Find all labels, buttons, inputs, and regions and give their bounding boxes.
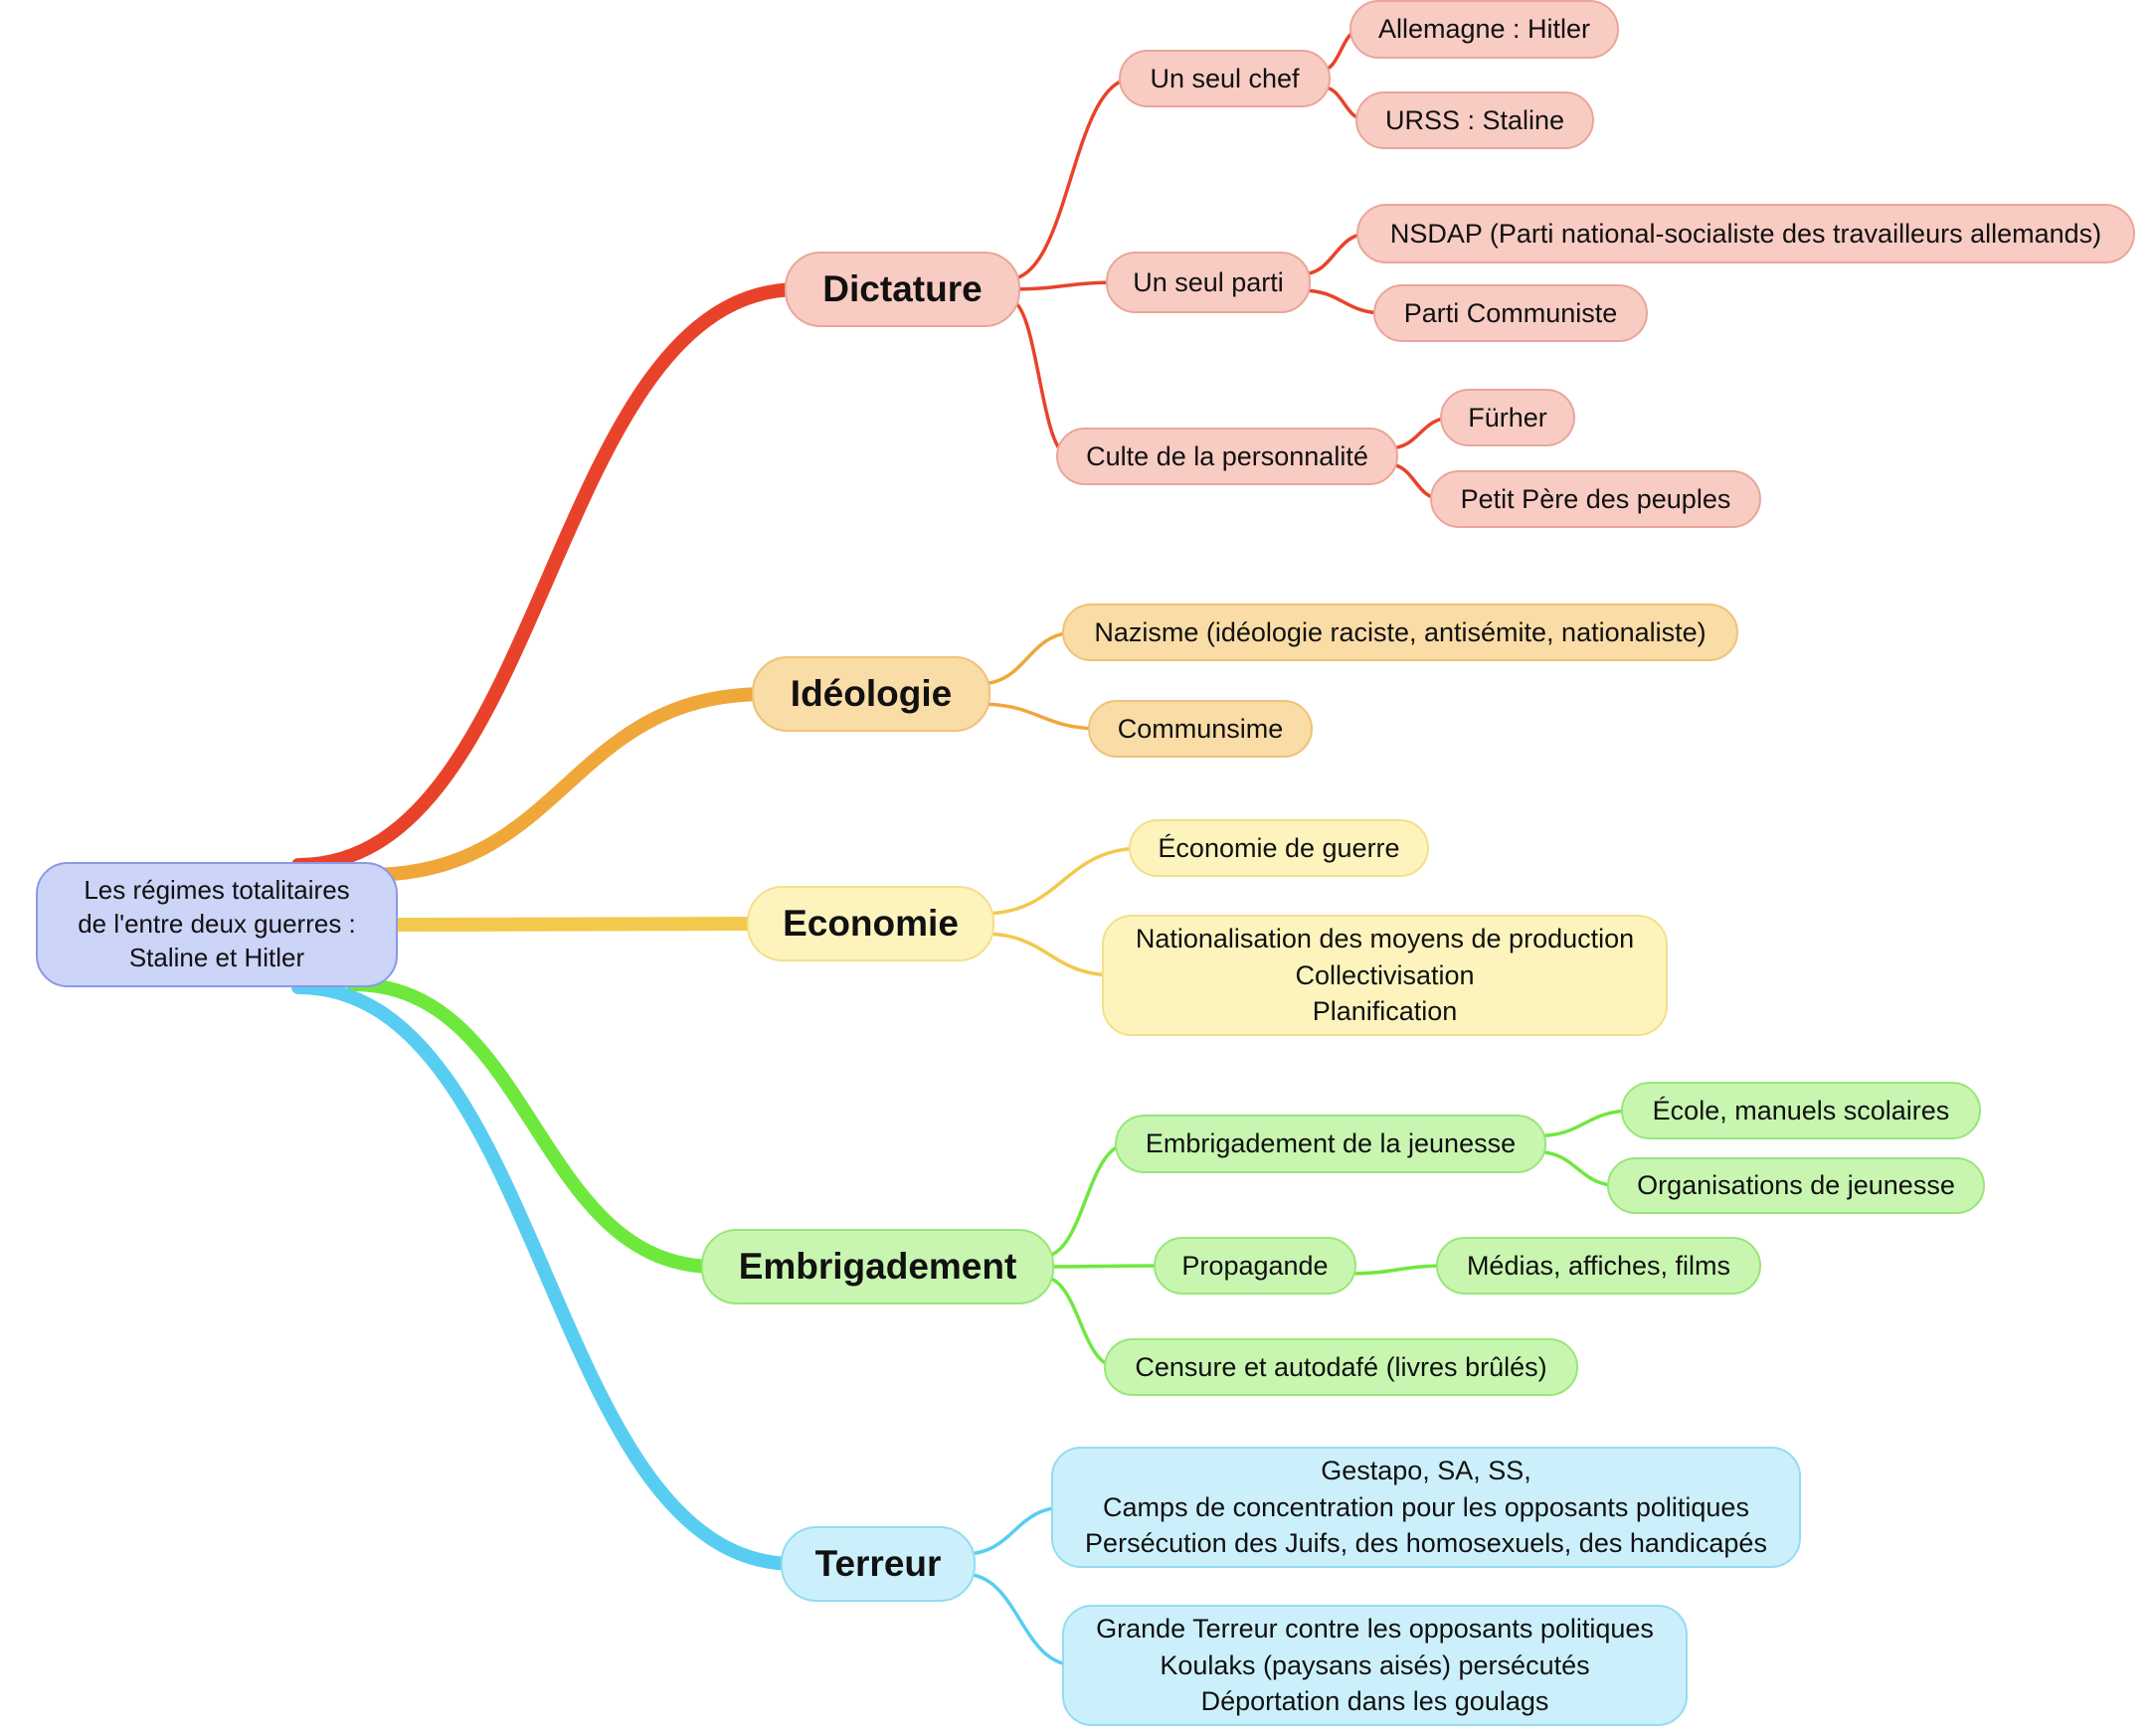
connector-root-terreur xyxy=(291,980,802,1571)
connector-root-dictature xyxy=(291,282,806,872)
subtopic-organisations-de-jeunesse[interactable]: Organisations de jeunesse xyxy=(1607,1157,1985,1214)
node-label: École, manuels scolaires xyxy=(1652,1095,1950,1126)
topic-nazisme-ideologie-raciste-antisemite-nat[interactable]: Nazisme (idéologie raciste, antisémite, … xyxy=(1062,604,1738,661)
node-label: Économie de guerre xyxy=(1158,832,1400,863)
node-label: Grande Terreur contre les opposants poli… xyxy=(1096,1613,1654,1717)
node-label: Un seul chef xyxy=(1150,63,1300,93)
connector-nazisme-ideologie-raciste-antisemite-nat xyxy=(977,630,1078,686)
topic-culte-de-la-personnalite[interactable]: Culte de la personnalité xyxy=(1056,428,1398,485)
node-label: NSDAP (Parti national-socialiste des tra… xyxy=(1389,218,2102,249)
branch-dictature[interactable]: Dictature xyxy=(785,252,1020,327)
topic-grande-terreur-contre-les-opposants-poli[interactable]: Grande Terreur contre les opposants poli… xyxy=(1062,1605,1688,1726)
connector-un-seul-parti xyxy=(1006,280,1122,291)
node-label: Culte de la personnalité xyxy=(1086,440,1368,471)
connector-root-economie xyxy=(391,917,768,932)
connector-root-ideologie xyxy=(361,687,773,882)
node-label: Fürher xyxy=(1468,402,1547,433)
topic-un-seul-parti[interactable]: Un seul parti xyxy=(1106,252,1311,313)
topic-censure-et-autodafe-livres-brules[interactable]: Censure et autodafé (livres brûlés) xyxy=(1104,1338,1578,1396)
connector-parti-communiste xyxy=(1299,288,1387,315)
topic-economie-de-guerre[interactable]: Économie de guerre xyxy=(1129,819,1429,877)
node-label: Economie xyxy=(783,902,959,944)
node-label: Embrigadement xyxy=(738,1245,1017,1287)
node-label: Propagande xyxy=(1181,1250,1329,1281)
subtopic-nsdap-parti-national-socialiste-des-trav[interactable]: NSDAP (Parti national-socialiste des tra… xyxy=(1356,204,2135,263)
connector-gestapo-sa-ss-camps-de-concentration-pou xyxy=(962,1505,1067,1556)
node-label: Un seul parti xyxy=(1133,266,1284,297)
branch-economie[interactable]: Economie xyxy=(747,886,994,961)
subtopic-urss-staline[interactable]: URSS : Staline xyxy=(1355,91,1594,149)
connector-economie-de-guerre xyxy=(981,846,1145,916)
subtopic-furher[interactable]: Fürher xyxy=(1440,389,1575,446)
connector-medias-affiches-films xyxy=(1345,1264,1450,1276)
branch-ideologie[interactable]: Idéologie xyxy=(752,656,990,732)
connector-root-embrigadement xyxy=(346,977,722,1274)
root-node[interactable]: Les régimes totalitaires de l'entre deux… xyxy=(36,862,398,987)
topic-nationalisation-des-moyens-de-production[interactable]: Nationalisation des moyens de production… xyxy=(1102,915,1668,1036)
topic-communsime[interactable]: Communsime xyxy=(1088,700,1313,758)
node-label: Nationalisation des moyens de production… xyxy=(1135,923,1635,1027)
connector-grande-terreur-contre-les-opposants-poli xyxy=(962,1572,1078,1667)
node-label: Censure et autodafé (livres brûlés) xyxy=(1135,1351,1547,1382)
connector-embrigadement-de-la-jeunesse xyxy=(1040,1141,1131,1259)
subtopic-allemagne-hitler[interactable]: Allemagne : Hitler xyxy=(1349,0,1619,59)
topic-gestapo-sa-ss-camps-de-concentration-pou[interactable]: Gestapo, SA, SS, Camps de concentration … xyxy=(1051,1447,1801,1568)
node-label: Communsime xyxy=(1117,713,1284,744)
node-label: Organisations de jeunesse xyxy=(1637,1170,1955,1201)
node-label: Idéologie xyxy=(790,672,953,714)
subtopic-ecole-manuels-scolaires[interactable]: École, manuels scolaires xyxy=(1621,1082,1981,1139)
node-label: Nazisme (idéologie raciste, antisémite, … xyxy=(1094,616,1707,647)
node-label: Terreur xyxy=(814,1542,942,1584)
branch-terreur[interactable]: Terreur xyxy=(781,1526,976,1602)
node-label: Parti Communiste xyxy=(1403,297,1618,328)
connector-propagande xyxy=(1040,1264,1169,1269)
topic-embrigadement-de-la-jeunesse[interactable]: Embrigadement de la jeunesse xyxy=(1115,1115,1546,1173)
subtopic-petit-pere-des-peuples[interactable]: Petit Père des peuples xyxy=(1430,470,1761,528)
connector-nationalisation-des-moyens-de-production xyxy=(981,932,1118,977)
branch-embrigadement[interactable]: Embrigadement xyxy=(701,1229,1054,1304)
node-label: Médias, affiches, films xyxy=(1466,1250,1731,1281)
connector-un-seul-chef xyxy=(1006,77,1135,281)
node-label: Gestapo, SA, SS, Camps de concentration … xyxy=(1085,1455,1767,1559)
topic-un-seul-chef[interactable]: Un seul chef xyxy=(1119,50,1331,107)
node-label: Allemagne : Hitler xyxy=(1377,14,1591,45)
subtopic-medias-affiches-films[interactable]: Médias, affiches, films xyxy=(1436,1237,1761,1295)
topic-propagande[interactable]: Propagande xyxy=(1154,1237,1356,1295)
node-label: Dictature xyxy=(822,267,983,309)
connector-culte-de-la-personnalite xyxy=(1006,297,1072,458)
connector-communsime xyxy=(977,702,1104,731)
node-label: Embrigadement de la jeunesse xyxy=(1145,1128,1517,1159)
connector-ecole-manuels-scolaires xyxy=(1534,1109,1635,1138)
subtopic-parti-communiste[interactable]: Parti Communiste xyxy=(1373,284,1648,342)
node-label: URSS : Staline xyxy=(1384,104,1565,135)
node-label: Les régimes totalitaires de l'entre deux… xyxy=(78,875,356,972)
node-label: Petit Père des peuples xyxy=(1460,483,1731,514)
